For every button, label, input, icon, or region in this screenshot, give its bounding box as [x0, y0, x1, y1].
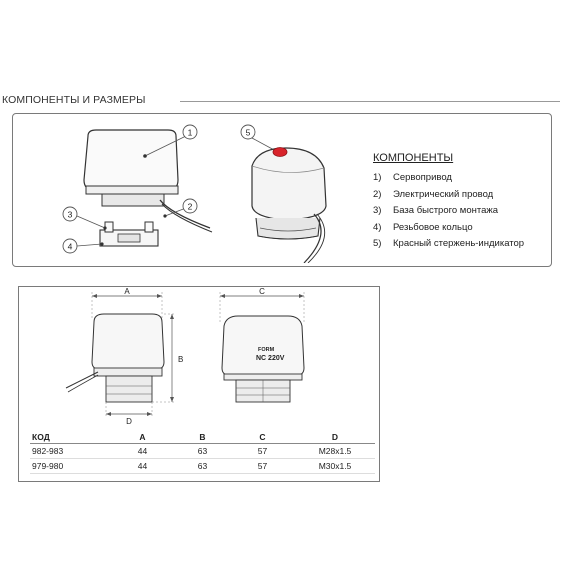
col-header-code: КОД	[30, 430, 110, 444]
col-header-c: C	[230, 430, 295, 444]
dimensions-table: КОД A B C D 982-983 44 63 57 M28x1.5 979…	[30, 430, 375, 474]
cell-code: 979-980	[30, 458, 110, 474]
component-item: 4)Резьбовое кольцо	[373, 221, 473, 233]
col-header-a: A	[110, 430, 175, 444]
dim-d-label: D	[126, 417, 132, 426]
dimension-drawing-front: C FORM NC 220V	[219, 288, 305, 403]
cell-d: M28x1.5	[295, 443, 375, 459]
actuator-neck	[101, 193, 165, 207]
device-marking: NC 220V	[256, 355, 285, 362]
cell-c: 57	[230, 458, 295, 474]
callout-2-label: 2	[188, 202, 193, 212]
dimension-drawing-side: A B D	[65, 288, 183, 426]
component-item: 3)База быстрого монтажа	[373, 205, 499, 216]
brand-mark: FORM	[258, 347, 275, 353]
table-header-row: КОД A B C D	[30, 430, 375, 444]
callout-1	[182, 124, 198, 140]
cell-code: 982-983	[30, 443, 110, 459]
table-row: 982-983 44 63 57 M28x1.5	[30, 443, 375, 459]
actuator-wire	[159, 199, 211, 229]
actuator-exploded-diagram: 1 2 3 4	[62, 124, 213, 254]
components-title: КОМПОНЕНТЫ	[373, 152, 454, 164]
dim-b-label: B	[178, 355, 183, 364]
callout-5	[240, 124, 256, 140]
cell-a: 44	[110, 458, 175, 474]
component-item: 1)Сервопривод	[373, 172, 452, 183]
callout-3	[62, 206, 78, 222]
callout-4	[62, 238, 78, 254]
cell-a: 44	[110, 443, 175, 459]
cell-b: 63	[175, 458, 230, 474]
actuator-cap-3d	[251, 147, 327, 221]
actuator-body-band	[85, 185, 179, 195]
actuator-cap	[83, 129, 179, 191]
callout-3-label: 3	[68, 210, 73, 220]
callout-2	[182, 198, 198, 214]
actuator-wire-3d	[303, 213, 322, 263]
components-list: 1)Сервопривод 2)Электрический провод 3)Б…	[373, 170, 524, 253]
actuator-base-ring	[255, 217, 321, 240]
red-indicator-rod	[272, 147, 288, 157]
table-row: 979-980 44 63 57 M30x1.5	[30, 458, 375, 474]
title-rule	[180, 101, 560, 102]
cell-b: 63	[175, 443, 230, 459]
col-header-d: D	[295, 430, 375, 444]
actuator-indicator-diagram: 5	[240, 124, 327, 263]
cell-d: M30x1.5	[295, 458, 375, 474]
component-item: 5)Красный стержень-индикатор	[373, 238, 525, 249]
dim-c-label: C	[259, 288, 265, 296]
col-header-b: B	[175, 430, 230, 444]
callout-5-label: 5	[246, 128, 251, 138]
dim-a-label: A	[124, 288, 130, 296]
section-title: КОМПОНЕНТЫ И РАЗМЕРЫ	[2, 94, 146, 106]
component-item: 2)Электрический провод	[373, 188, 494, 200]
callout-4-label: 4	[68, 242, 73, 252]
callout-1-label: 1	[188, 128, 193, 138]
cell-c: 57	[230, 443, 295, 459]
